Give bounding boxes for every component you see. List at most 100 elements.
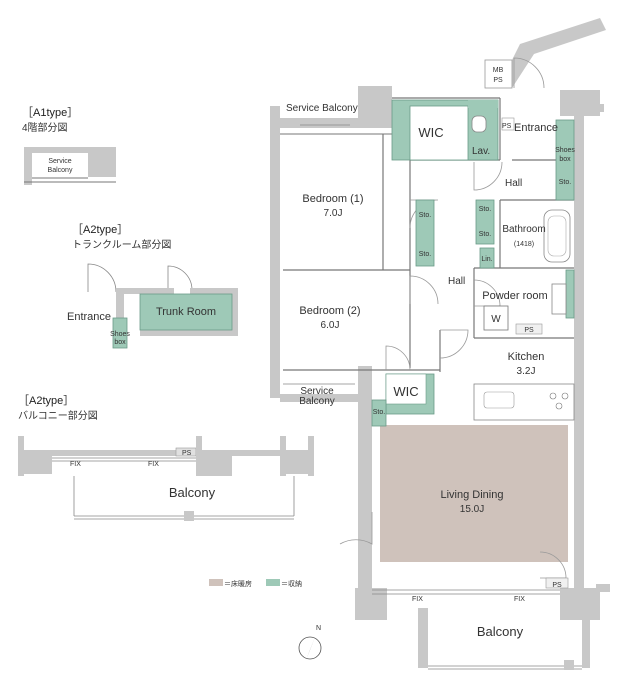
wic-mid-label: WIC (393, 384, 418, 399)
sto-living-label: Sto. (373, 409, 386, 416)
inset-balcony-ps: PS (182, 450, 192, 457)
living-size: 15.0J (460, 504, 484, 515)
powder-room-label: Powder room (482, 290, 547, 302)
wall-ne-stub (584, 104, 604, 112)
hall-top-label: Hall (505, 178, 522, 189)
wall-balcony-east (582, 608, 590, 668)
main-plan: MB PS (270, 18, 610, 670)
lin-storage (479, 247, 495, 269)
wall-sw-pillar (355, 588, 387, 620)
living-door-arc (339, 512, 373, 545)
stove-burner-icon (555, 402, 563, 410)
ps-bottom-label: PS (552, 582, 562, 589)
inset-balcony-fix-2: FIX (148, 461, 159, 468)
kitchen-sink-icon (483, 391, 515, 409)
bathroom-name: Bathroom (502, 224, 545, 235)
inset-a2-trunk: ［A2type］ トランクルーム部分図 Trunk Room Shoes box… (67, 223, 238, 349)
inset-balcony-wall (18, 436, 24, 476)
ps-label-mb: PS (493, 77, 503, 84)
inset-trunk-door-arc (87, 263, 117, 293)
inset-balcony-wall (52, 450, 180, 456)
hall-mid-label: Hall (448, 276, 465, 287)
ps-bottom-box (545, 577, 569, 589)
fix-right-label: FIX (514, 596, 525, 603)
legend-floor-heating-label: ＝床暖房 (224, 579, 252, 588)
bathroom-size: (1418) (514, 241, 534, 248)
ps-powder-box (515, 323, 543, 335)
legend: ＝床暖房 ＝収納 (209, 579, 302, 588)
north-arrow-needle (306, 637, 315, 660)
kitchen-name: Kitchen (508, 351, 545, 363)
inset-balcony-post (184, 511, 194, 521)
inset-balcony-wall (196, 436, 202, 456)
wall-living-west (358, 366, 372, 594)
kitchen-door-arc (439, 329, 469, 359)
kitchen-size: 3.2J (517, 366, 536, 377)
bedroom2-size: 6.0J (321, 320, 340, 331)
bathtub-icon (543, 209, 571, 263)
sto-c-label: Sto. (479, 206, 492, 213)
inset-trunk-box-label: box (114, 339, 126, 346)
stove-burner-icon (549, 392, 557, 400)
inset-trunk-room-fill (139, 293, 233, 331)
wall-ne-pillar (560, 90, 600, 116)
bedroom1-size: 7.0J (324, 208, 343, 219)
wall-north-bedroom (280, 118, 392, 128)
service-balcony-2-label-2: Balcony (299, 396, 335, 407)
wall-entry-slope (485, 18, 606, 88)
inset-trunk-shoes-label: Shoes (110, 331, 130, 338)
inset-a1-balcony-label: Balcony (48, 167, 73, 174)
inset-balcony-wall (24, 450, 52, 474)
mb-ps-box (484, 59, 513, 89)
powder-sink (551, 283, 567, 315)
bedroom1-name: Bedroom (1) (302, 193, 363, 205)
inset-balcony-wall (280, 450, 308, 474)
entrance-label: Entrance (514, 122, 558, 134)
inset-balcony-fix-1: FIX (70, 461, 81, 468)
inset-a2-balcony-type-label: ［A2type］ (18, 394, 74, 407)
entrance-door-arc (513, 57, 545, 89)
inset-trunk-wall (140, 330, 238, 336)
ps-top-label: PS (502, 123, 512, 130)
north-arrow-circle (298, 636, 322, 660)
living-name: Living Dining (441, 489, 504, 501)
sto-b-label: Sto. (419, 251, 432, 258)
inset-balcony-wall (196, 450, 232, 476)
legend-storage-label: ＝収納 (281, 579, 302, 588)
sto-storage-b (475, 199, 495, 245)
wall-sb2-south (280, 394, 358, 402)
inset-a1: ［A1type］ 4階部分図 Service Balcony (22, 106, 116, 185)
wall-west (270, 106, 280, 398)
living-east-door-arc (539, 551, 567, 579)
inset-a2-balcony: ［A2type］ バルコニー部分図 FIX FIX PS Balcony (18, 394, 314, 521)
lav-label: Lav. (472, 146, 490, 157)
wall-balcony-west (418, 608, 428, 668)
washer-label: W (491, 314, 501, 325)
wall-se-stub (596, 584, 610, 592)
shoes-label: Shoes (555, 147, 575, 154)
box-label: box (559, 156, 571, 163)
sto-entrance-label: Sto. (559, 179, 572, 186)
wall-east (574, 100, 584, 590)
washer-box (483, 305, 509, 331)
inset-a1-wall (88, 147, 116, 177)
shoes-box-storage (555, 119, 575, 201)
inset-trunk-wall (124, 288, 174, 294)
inset-balcony-wall (308, 436, 314, 476)
wic-door-arc (385, 345, 411, 371)
inset-trunk-shoes-box (112, 317, 128, 349)
wall-pillar (358, 86, 392, 128)
inset-a2-balcony-subtitle: バルコニー部分図 (18, 409, 98, 422)
lin-label: Lin. (481, 256, 492, 263)
bedroom2-name: Bedroom (2) (299, 305, 360, 317)
balcony-label: Balcony (477, 624, 524, 639)
inset-a1-service-label: Service (48, 158, 71, 165)
service-balcony-top-label: Service Balcony (286, 103, 358, 114)
service-balcony-2-label-1: Service (300, 386, 334, 397)
inset-trunk-wall (232, 288, 238, 336)
toilet-icon (471, 115, 487, 133)
north-label: N (316, 625, 321, 632)
inset-a1-type-label: ［A1type］ (22, 106, 78, 119)
powder-door-arc (473, 279, 501, 307)
lav-storage-strip (468, 100, 498, 108)
